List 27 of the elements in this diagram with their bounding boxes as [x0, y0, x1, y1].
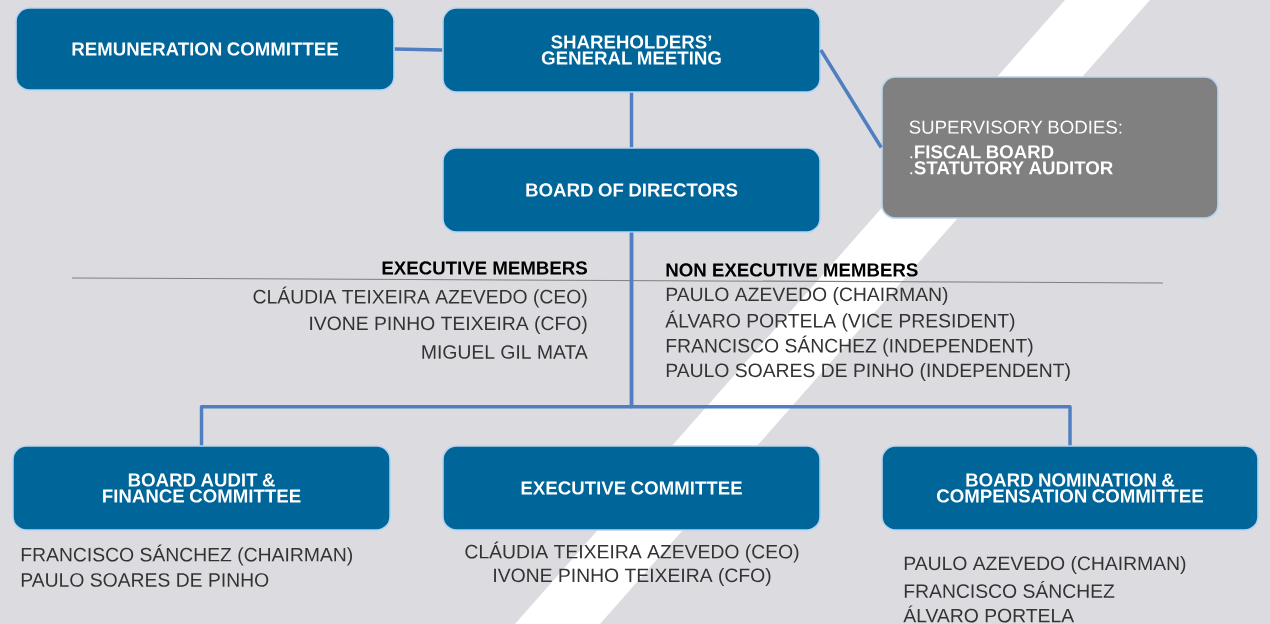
- connector-line: [394, 47, 443, 52]
- member-name: MIGUEL GIL MATA: [422, 345, 588, 359]
- committee-box: BOARD AUDIT & FINANCE COMMITTEE: [12, 445, 391, 531]
- connector-line: [819, 49, 883, 149]
- member-name: ÁLVARO PORTELA (VICE PRESIDENT): [665, 310, 1015, 332]
- meeting-box: SHAREHOLDERS’ GENERAL MEETING: [442, 7, 821, 93]
- member-name: FRANCISCO SÁNCHEZ (CHAIRMAN): [21, 544, 352, 566]
- member-name: PAULO AZEVEDO (CHAIRMAN): [666, 287, 948, 305]
- supervisory-box: SUPERVISORY BODIES: .FISCAL BOARD .STATUTORY AUDITOR: [881, 76, 1219, 219]
- member-name: ÁLVARO PORTELA: [903, 605, 1075, 623]
- committee-box: EXECUTIVE COMMITTEE: [442, 445, 821, 531]
- member-name: PAULO AZEVEDO (CHAIRMAN): [904, 556, 1186, 574]
- group-heading: EXECUTIVE MEMBERS: [382, 261, 587, 275]
- member-name: CLÁUDIA TEIXEIRA AZEVEDO (CEO): [465, 541, 799, 563]
- member-name: IVONE PINHO TEIXEIRA (CFO): [494, 568, 771, 586]
- member-name: CLÁUDIA TEIXEIRA AZEVEDO (CEO): [253, 286, 587, 308]
- member-name: PAULO SOARES DE PINHO (INDEPENDENT): [666, 363, 1070, 381]
- committee-box: REMUNERATION COMMITTEE: [15, 7, 395, 91]
- member-name: FRANCISCO SÁNCHEZ: [904, 581, 1115, 598]
- member-name: FRANCISCO SÁNCHEZ (INDEPENDENT): [666, 335, 1033, 357]
- connector-line: [629, 92, 634, 148]
- committee-box: BOARD NOMINATION & COMPENSATION COMMITTEE: [881, 445, 1259, 531]
- member-name: IVONE PINHO TEIXEIRA (CFO): [310, 316, 587, 334]
- member-name: PAULO SOARES DE PINHO: [21, 573, 269, 587]
- connector-line: [629, 232, 1072, 446]
- group-heading: NON EXECUTIVE MEMBERS: [666, 263, 918, 277]
- board-box: BOARD OF DIRECTORS: [442, 147, 821, 233]
